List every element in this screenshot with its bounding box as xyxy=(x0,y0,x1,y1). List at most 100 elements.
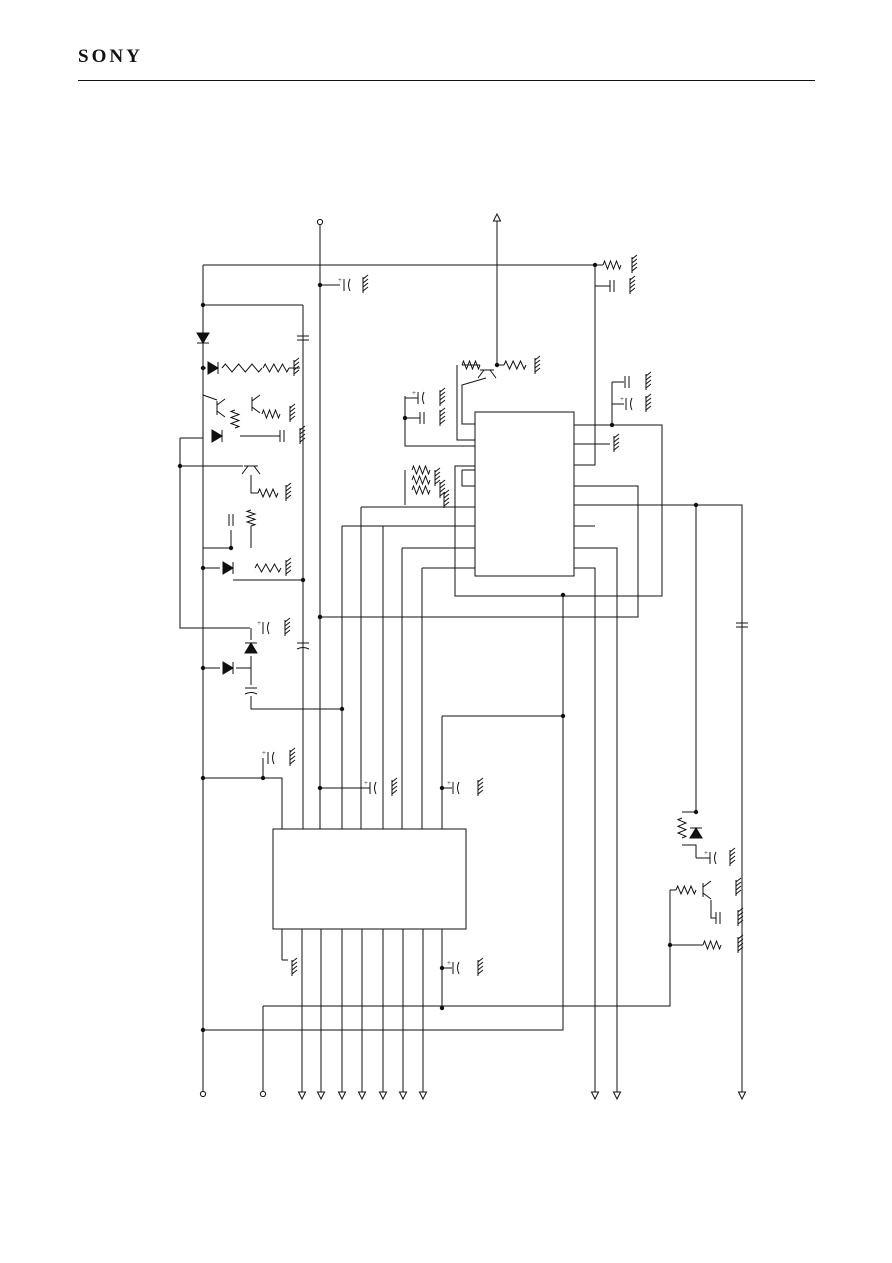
junction-dot xyxy=(177,463,183,469)
electrolytic-capacitor: + xyxy=(338,276,350,291)
electrolytic-capacitor: + xyxy=(262,749,274,764)
svg-text:+: + xyxy=(704,849,708,857)
resistor xyxy=(678,818,686,838)
capacitor xyxy=(625,376,629,388)
ground xyxy=(738,908,743,926)
svg-text:+: + xyxy=(257,619,261,627)
capacitor xyxy=(297,336,309,340)
output-terminal xyxy=(614,1092,621,1099)
junction-dot xyxy=(200,1027,206,1033)
ic-sub xyxy=(475,412,574,576)
svg-text:+: + xyxy=(338,276,342,284)
wires xyxy=(180,220,742,1092)
wire xyxy=(203,758,263,778)
wire xyxy=(203,368,217,400)
junction-dot xyxy=(439,785,445,791)
output-terminal xyxy=(420,1092,427,1099)
wire xyxy=(251,696,342,709)
ground xyxy=(478,778,483,796)
resistor xyxy=(263,364,289,372)
svg-text:+: + xyxy=(447,959,451,967)
ground xyxy=(392,778,397,796)
ground xyxy=(300,426,305,444)
ground xyxy=(290,748,295,766)
capacitor xyxy=(420,412,424,424)
diode xyxy=(197,333,209,343)
resistor xyxy=(412,486,430,494)
svg-text:+: + xyxy=(412,389,416,397)
diode xyxy=(212,430,222,442)
resistor xyxy=(222,364,262,372)
transistor xyxy=(252,395,260,413)
junction-dot xyxy=(592,262,598,268)
svg-text:+: + xyxy=(262,749,266,757)
output-terminal xyxy=(318,1092,325,1099)
electrolytic-capacitor xyxy=(245,688,257,694)
junction-dot xyxy=(609,422,615,428)
terminal xyxy=(317,219,322,224)
ground xyxy=(444,490,449,508)
electrolytic-capacitor: + xyxy=(257,619,269,634)
wire xyxy=(203,595,563,1030)
junction-dot xyxy=(693,502,699,508)
electrolytic-capacitor: + xyxy=(704,849,716,864)
terminal xyxy=(200,1091,205,1096)
ground xyxy=(646,372,651,390)
wire xyxy=(574,568,595,1092)
ground xyxy=(632,255,637,273)
terminal xyxy=(260,1091,265,1096)
electrolytic-capacitor: + xyxy=(447,959,459,974)
transistor xyxy=(478,370,496,378)
diode xyxy=(245,643,257,653)
output-terminal xyxy=(359,1092,366,1099)
wire xyxy=(180,438,250,628)
output-terminal xyxy=(739,1092,746,1099)
ground xyxy=(630,276,635,294)
svg-text:+: + xyxy=(447,779,451,787)
junction-dot xyxy=(200,302,206,308)
junction-dot xyxy=(228,545,234,551)
ground xyxy=(440,388,445,406)
diode xyxy=(208,362,218,374)
junction-dot xyxy=(300,577,306,583)
input-terminal xyxy=(494,214,501,221)
resistor xyxy=(703,941,721,949)
ground xyxy=(363,275,368,293)
sony-logo: SONY xyxy=(78,46,143,67)
electrolytic-capacitor: + xyxy=(447,779,459,794)
ground xyxy=(535,356,540,374)
capacitor xyxy=(716,912,720,924)
wire xyxy=(711,900,716,918)
wire xyxy=(457,365,475,440)
junction-dot xyxy=(200,665,206,671)
resistor xyxy=(462,361,480,369)
junction-dot xyxy=(317,785,323,791)
capacitor xyxy=(229,514,233,526)
ground xyxy=(285,618,290,636)
wire xyxy=(455,425,662,596)
junction-dot xyxy=(200,565,206,571)
ground xyxy=(290,404,295,422)
junction-dot xyxy=(560,713,566,719)
resistor xyxy=(504,361,526,369)
header-rule xyxy=(78,80,815,81)
resistor xyxy=(258,489,278,497)
ground xyxy=(286,558,291,576)
electrolytic-capacitor xyxy=(297,643,309,649)
wire xyxy=(574,505,742,1092)
ground xyxy=(646,394,651,412)
electrolytic-capacitor: + xyxy=(364,779,376,794)
svg-text:+: + xyxy=(364,779,368,787)
capacitor xyxy=(736,623,748,627)
junction-dot xyxy=(317,282,323,288)
ground xyxy=(614,434,619,452)
ic-main xyxy=(273,829,466,929)
ground xyxy=(736,878,741,896)
junction-dot xyxy=(317,614,323,620)
components: + + + + + + + + + xyxy=(177,214,748,1099)
wire xyxy=(263,945,670,1006)
electrolytic-capacitor: + xyxy=(620,395,632,410)
capacitor xyxy=(610,280,614,292)
wire xyxy=(574,548,617,1092)
